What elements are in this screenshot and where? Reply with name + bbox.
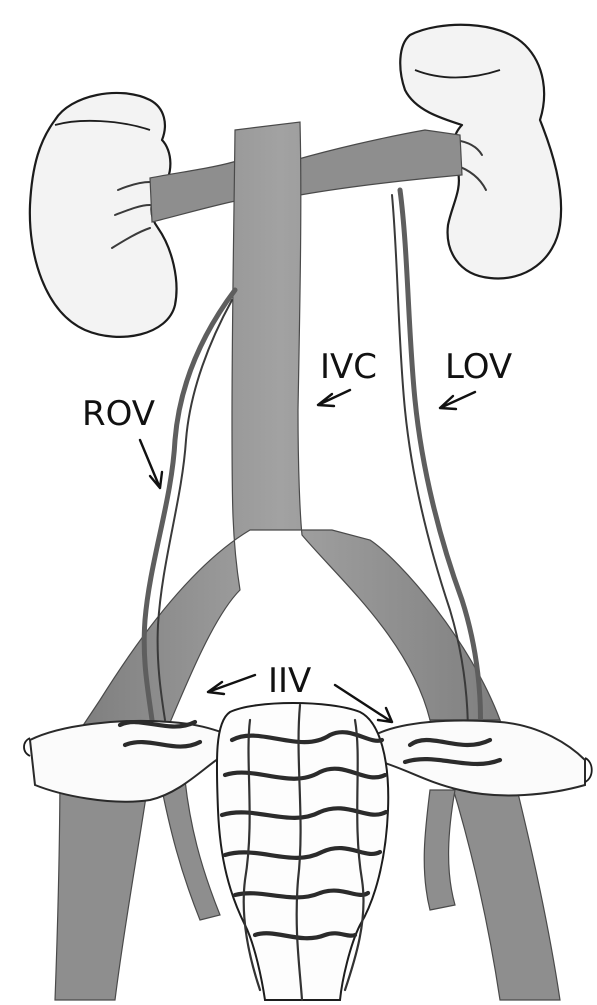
label-iiv-text: IIV <box>268 661 311 701</box>
arrow-ivc <box>318 390 350 406</box>
label-lov: LOV <box>440 347 512 409</box>
renal-veins <box>150 130 462 222</box>
arrow-lov <box>440 392 475 409</box>
label-ivc-text: IVC <box>320 347 377 387</box>
label-rov-text: ROV <box>82 394 155 434</box>
label-ivc: IVC <box>318 347 377 406</box>
arrow-rov <box>140 440 162 488</box>
label-lov-text: LOV <box>445 347 512 387</box>
label-rov: ROV <box>82 394 162 488</box>
arrow-iiv-left <box>208 675 255 694</box>
